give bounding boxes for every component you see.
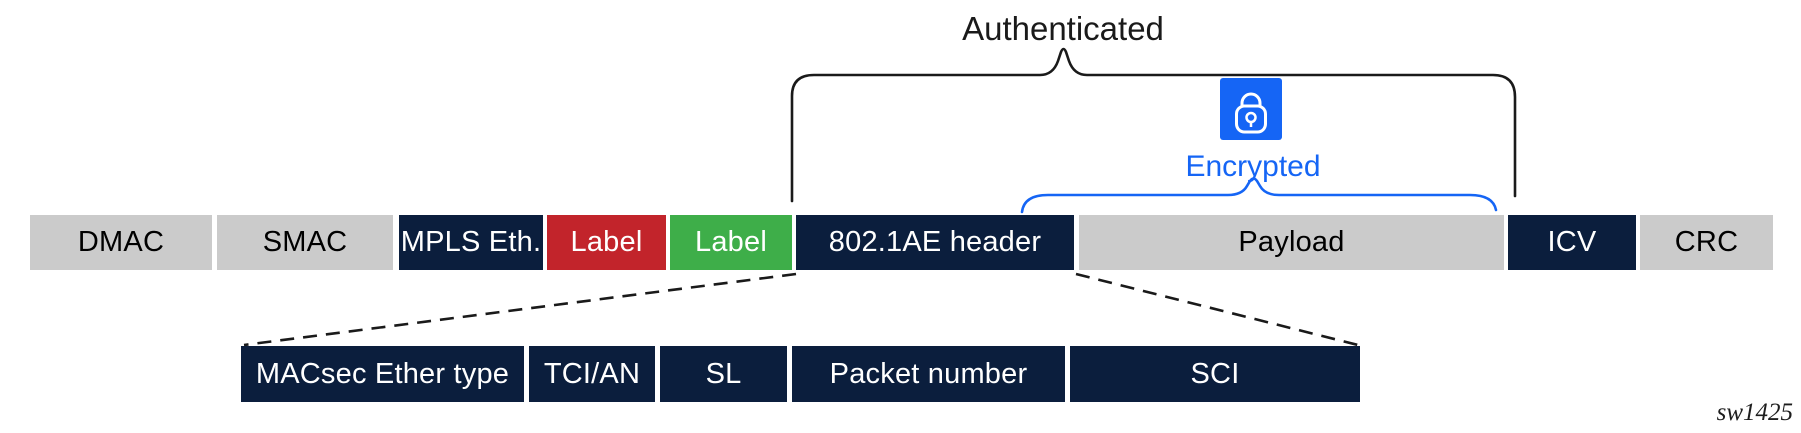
figure-watermark: sw1425 [1716,399,1793,426]
frame-field-mpls-eth: MPLS Eth. [399,215,543,270]
expansion-dashed-line-right [1075,272,1359,347]
lock-icon [1220,78,1282,140]
frame-field-icv: ICV [1508,215,1636,270]
frame-field-mpls-label-2: Label [670,215,792,270]
header-field-macsec-ether-type: MACsec Ether type [241,346,524,402]
frame-field-crc: CRC [1640,215,1773,270]
frame-field-payload: Payload [1079,215,1504,270]
encrypted-label: Encrypted [1185,150,1321,183]
frame-field-mpls-label-1: Label [547,215,666,270]
frame-field-smac: SMAC [217,215,393,270]
frame-field-dmac: DMAC [30,215,212,270]
authenticated-brace [790,47,1517,203]
frame-field-8021ae-header: 802.1AE header [796,215,1074,270]
header-field-sl: SL [660,346,787,402]
header-field-packet-number: Packet number [792,346,1065,402]
header-field-tci-an: TCI/AN [529,346,655,402]
authenticated-label: Authenticated [962,10,1164,47]
expansion-dashed-line-left [243,272,797,347]
padlock-glyph [1235,92,1267,134]
header-field-sci: SCI [1070,346,1360,402]
